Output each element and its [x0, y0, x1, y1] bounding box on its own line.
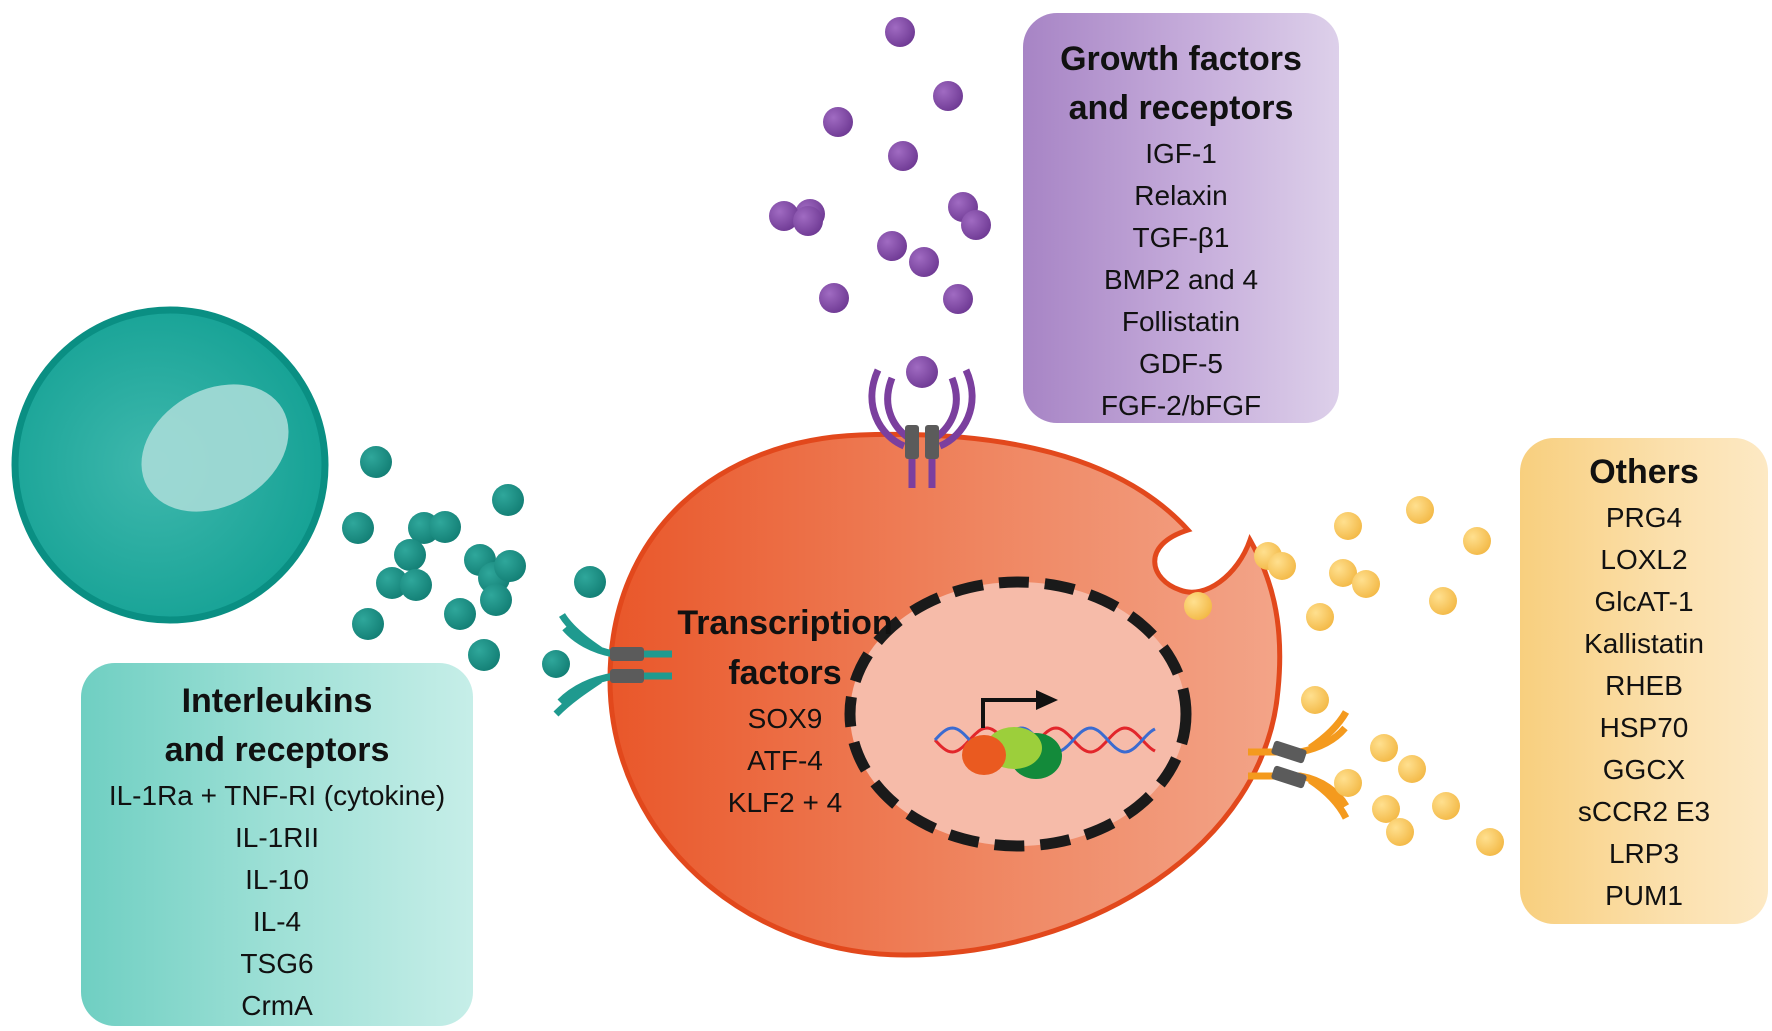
yellow-ligand-dot	[1268, 552, 1296, 580]
yellow-ligand-dot	[1429, 587, 1457, 615]
teal-ligand-dot	[444, 598, 476, 630]
list-item: Kallistatin	[1584, 628, 1704, 659]
teal-ligand-dot	[400, 569, 432, 601]
purple-receptor	[868, 356, 976, 488]
yellow-ligand-dot	[1463, 527, 1491, 555]
list-item: PUM1	[1605, 880, 1683, 911]
list-item: FGF-2/bFGF	[1100, 390, 1262, 421]
yellow-ligand-dot	[1370, 734, 1398, 762]
transcription-factors-label: Transcription factors SOX9 ATF-4 KLF2 + …	[640, 598, 930, 824]
yellow-ligands	[1184, 496, 1504, 856]
transcription-title-line1: Transcription	[677, 604, 893, 642]
teal-ligand-dot	[492, 484, 524, 516]
teal-ligand-dot	[342, 512, 374, 544]
yellow-ligand-dot	[1184, 592, 1212, 620]
teal-ligand-dot	[480, 584, 512, 616]
transcription-title-line2: factors	[728, 654, 842, 692]
growth-factor-list: IGF-1 Relaxin TGF-β1 BMP2 and 4 Follista…	[1023, 133, 1339, 427]
main-cell	[607, 431, 1283, 958]
teal-receptor	[542, 613, 672, 717]
list-item: PRG4	[1605, 502, 1683, 533]
teal-ligand-dot	[376, 567, 408, 599]
bound-ligand	[542, 650, 570, 678]
purple-ligand-dot	[888, 141, 918, 171]
growth-box-title-line2: and receptors	[1068, 89, 1294, 127]
growth-box-title-line1: Growth factors	[1060, 40, 1302, 78]
list-item: LRP3	[1608, 838, 1680, 869]
growth-factors-box: Growth factors and receptors IGF-1 Relax…	[1023, 13, 1339, 423]
purple-ligand-dot	[961, 210, 991, 240]
yellow-ligand-dot	[1301, 686, 1329, 714]
list-item: SOX9	[747, 703, 823, 734]
teal-ligand-dot	[574, 566, 606, 598]
list-item: Relaxin	[1134, 180, 1228, 211]
yellow-ligand-dot	[1406, 496, 1434, 524]
teal-ligand-dot	[394, 539, 426, 571]
others-box: Others PRG4 LOXL2 GlcAT-1 Kallistatin RH…	[1520, 438, 1768, 924]
yellow-ligand-dot	[1306, 603, 1334, 631]
teal-ligands	[342, 446, 606, 671]
yellow-ligand-dot	[1476, 828, 1504, 856]
list-item: Follistatin	[1121, 306, 1241, 337]
list-item: RHEB	[1605, 670, 1683, 701]
list-item: IL-4	[252, 906, 302, 937]
transcription-arrow-icon	[981, 690, 1058, 728]
list-item: ATF-4	[747, 745, 823, 776]
purple-ligand-dot	[793, 206, 823, 236]
purple-ligand-dot	[823, 107, 853, 137]
teal-ligand-dot	[429, 511, 461, 543]
purple-ligands	[769, 17, 991, 314]
list-item: sCCR2 E3	[1577, 796, 1711, 827]
yellow-ligand-dot	[1432, 792, 1460, 820]
yellow-ligand-dot	[1372, 795, 1400, 823]
teal-ligand-dot	[360, 446, 392, 478]
list-item: GlcAT-1	[1594, 586, 1694, 617]
others-box-title: Others	[1589, 453, 1699, 491]
list-item: TGF-β1	[1132, 222, 1230, 253]
list-item: LOXL2	[1600, 544, 1688, 575]
yellow-ligand-dot	[1329, 559, 1357, 587]
teal-ligand-dot	[494, 550, 526, 582]
others-list: PRG4 LOXL2 GlcAT-1 Kallistatin RHEB HSP7…	[1520, 497, 1768, 917]
purple-ligand-dot	[769, 201, 799, 231]
list-item: IGF-1	[1145, 138, 1217, 169]
list-item: GDF-5	[1139, 348, 1223, 379]
transcription-complex	[962, 727, 1062, 779]
purple-ligand-dot	[819, 283, 849, 313]
yellow-ligand-dot	[1386, 818, 1414, 846]
teal-ligand-dot	[468, 639, 500, 671]
interleukins-box: Interleukins and receptors IL-1Ra + TNF-…	[81, 663, 473, 1026]
purple-ligand-dot	[943, 284, 973, 314]
list-item: GGCX	[1602, 754, 1686, 785]
interleukins-box-title-line1: Interleukins	[181, 682, 373, 720]
teal-ligand-dot	[352, 608, 384, 640]
orange-protein	[962, 735, 1006, 775]
list-item: HSP70	[1599, 712, 1689, 743]
yellow-ligand-dot	[1334, 512, 1362, 540]
interleukin-list: IL-1Ra + TNF-RI (cytokine) IL-1RII IL-10…	[81, 775, 473, 1027]
transcription-factor-list: SOX9 ATF-4 KLF2 + 4	[640, 698, 930, 824]
interleukins-box-title-line2: and receptors	[164, 731, 390, 769]
list-item: IL-10	[245, 864, 309, 895]
list-item: IL-1RII	[234, 822, 320, 853]
list-item: IL-1Ra + TNF-RI (cytokine)	[108, 780, 446, 811]
teal-cell-nucleus	[141, 384, 289, 512]
list-item: BMP2 and 4	[1103, 264, 1259, 295]
bound-ligand	[906, 356, 938, 388]
purple-ligand-dot	[885, 17, 915, 47]
list-item: KLF2 + 4	[727, 787, 843, 818]
yellow-ligand-dot	[1398, 755, 1426, 783]
nucleus	[844, 576, 1192, 852]
purple-ligand-dot	[909, 247, 939, 277]
purple-ligand-dot	[933, 81, 963, 111]
yellow-ligand-dot	[1352, 570, 1380, 598]
purple-ligand-dot	[877, 231, 907, 261]
list-item: CrmA	[241, 990, 313, 1021]
bound-ligand	[1334, 769, 1362, 797]
teal-cell	[11, 306, 329, 624]
list-item: TSG6	[240, 948, 314, 979]
yellow-receptor	[1248, 710, 1362, 820]
